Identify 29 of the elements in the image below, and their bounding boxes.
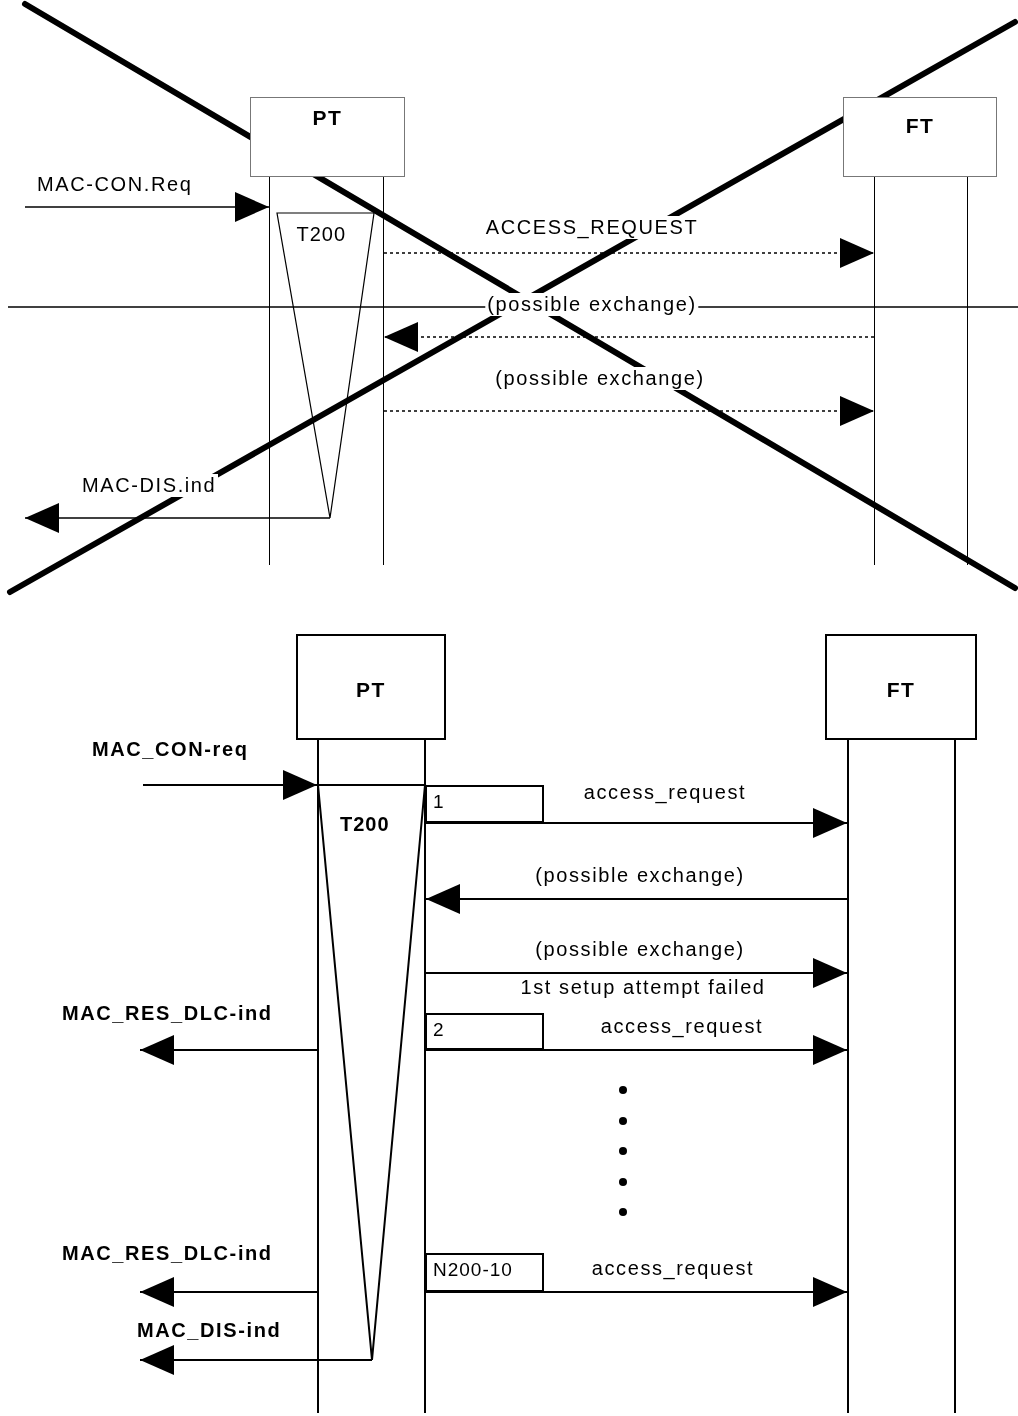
timer-triangle — [318, 785, 425, 1360]
entity-box: FT — [825, 634, 977, 740]
counter-box: N200-10 — [425, 1253, 544, 1292]
message-arrow — [383, 396, 875, 426]
counter-box: 2 — [425, 1013, 544, 1050]
timer-label: T200 — [296, 223, 347, 246]
message-label: MAC-DIS.ind — [80, 474, 219, 497]
entity-box: PT — [296, 634, 446, 740]
message-arrow — [139, 1345, 373, 1375]
message-arrow — [383, 238, 875, 268]
message-arrow — [24, 192, 270, 222]
message-arrow — [425, 884, 848, 914]
lifeline — [874, 177, 968, 565]
entity-box: PT — [250, 97, 405, 177]
lifeline — [317, 740, 426, 1413]
message-arrow — [139, 1035, 318, 1065]
lifeline — [847, 740, 956, 1413]
message-arrow — [425, 958, 848, 988]
note-text: 1st setup attempt failed — [520, 976, 766, 999]
counter-box: 1 — [425, 785, 544, 823]
entity-box: FT — [843, 97, 997, 177]
timer-triangle — [276, 213, 374, 518]
message-arrow — [383, 322, 875, 352]
message-label: (possible exchange) — [485, 293, 699, 316]
lifeline — [269, 177, 384, 565]
message-arrow — [139, 1277, 318, 1307]
message-arrow — [24, 503, 331, 533]
message-arrow — [142, 770, 318, 800]
timer-label: T200 — [340, 813, 390, 836]
